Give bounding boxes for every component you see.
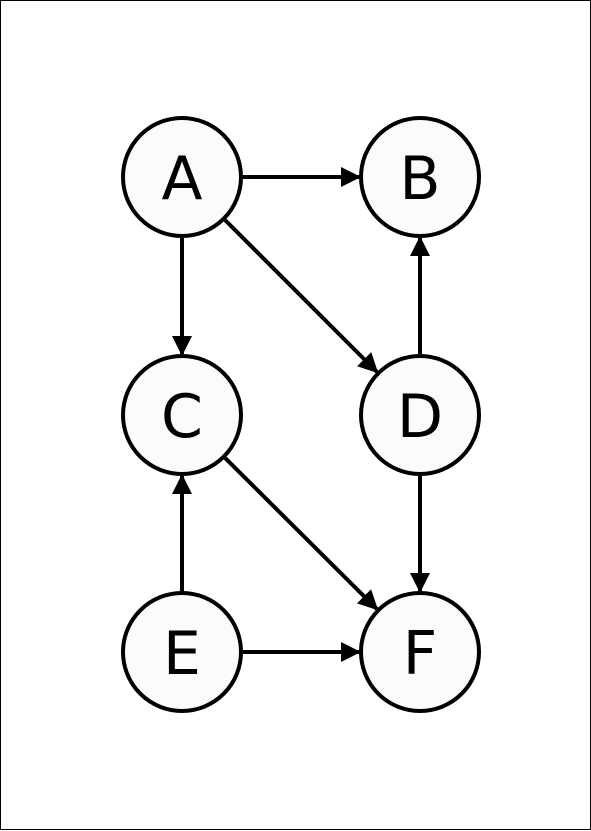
node-a-circle xyxy=(121,116,243,238)
node-c: C xyxy=(121,354,243,476)
node-f-label: F xyxy=(403,619,438,689)
node-d-circle xyxy=(359,354,481,476)
node-a: A xyxy=(121,116,243,238)
edge-a-to-d xyxy=(223,218,379,374)
node-b-circle xyxy=(359,116,481,238)
node-d-label: D xyxy=(397,382,443,452)
node-f: F xyxy=(359,591,481,713)
node-e: E xyxy=(121,591,243,713)
edge-c-to-f xyxy=(223,456,379,611)
node-e-label: E xyxy=(163,619,201,689)
node-b: B xyxy=(359,116,481,238)
node-b-label: B xyxy=(399,144,440,214)
edges xyxy=(172,167,430,662)
node-e-circle xyxy=(121,591,243,713)
node-c-label: C xyxy=(161,382,203,452)
node-d: D xyxy=(359,354,481,476)
node-c-circle xyxy=(121,354,243,476)
node-a-label: A xyxy=(161,144,202,214)
node-f-circle xyxy=(359,591,481,713)
